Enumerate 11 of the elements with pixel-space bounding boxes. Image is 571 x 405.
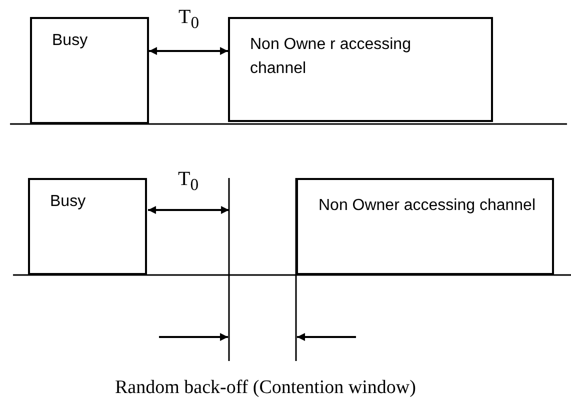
box-label: Busy <box>50 192 87 212</box>
duration-label: T$_{0}$ <box>178 168 199 195</box>
time-slot-box <box>30 17 149 124</box>
box-label: Non Owner accessing channel <box>318 196 536 216</box>
time-slot-box <box>28 178 147 275</box>
double-arrow <box>149 47 228 55</box>
time-slot-box <box>228 17 493 122</box>
caption: Random back-off (Contention window) <box>115 377 416 399</box>
box-label: Non Owne r accessing channel <box>250 35 412 79</box>
time-slot-box <box>296 178 554 275</box>
box-label: Busy <box>52 31 89 51</box>
